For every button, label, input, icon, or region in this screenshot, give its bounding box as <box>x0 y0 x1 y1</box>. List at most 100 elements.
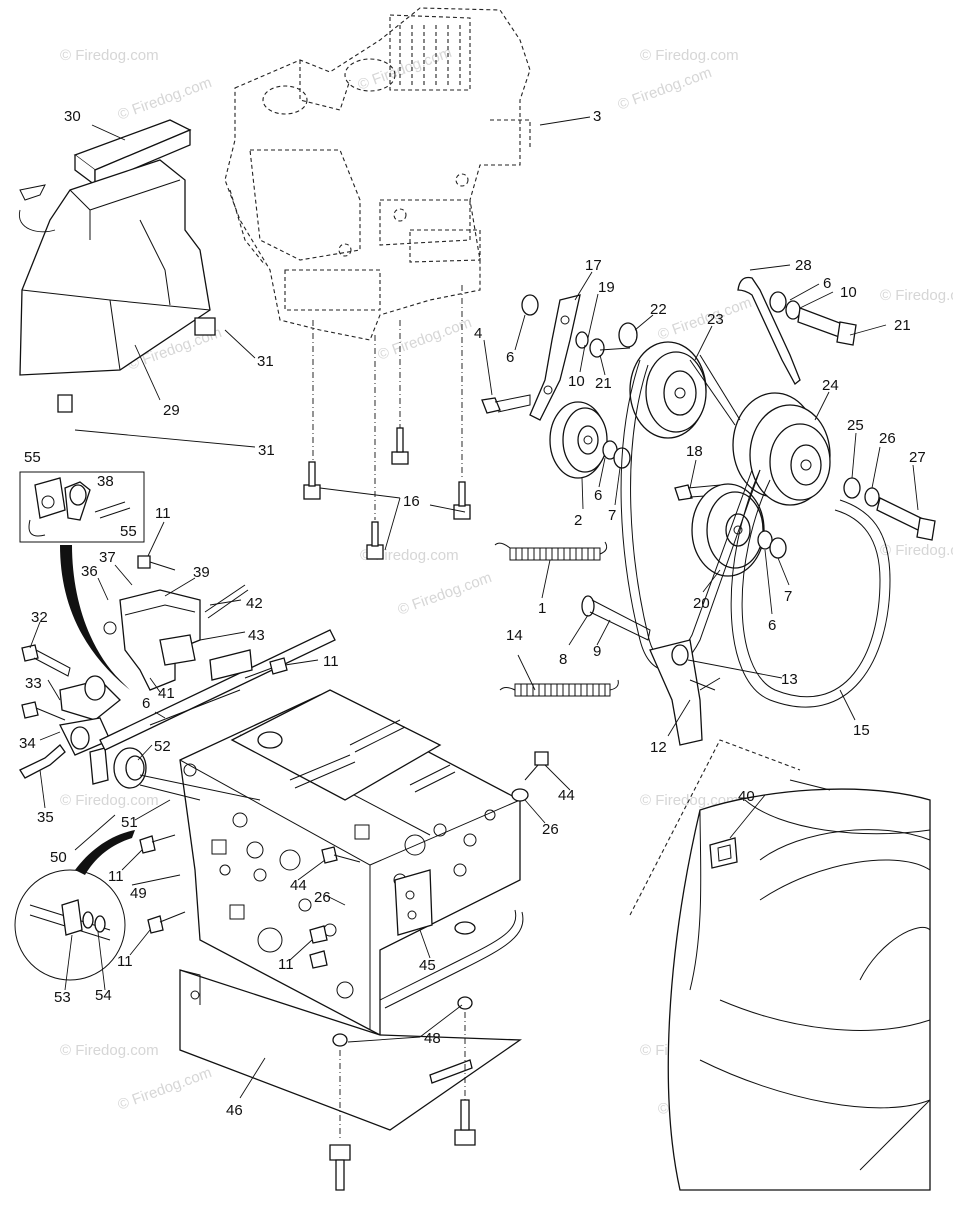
callout-7: 7 <box>608 507 616 524</box>
callout-12: 12 <box>650 739 667 756</box>
idler-bracket <box>529 294 581 421</box>
callout-6: 6 <box>768 617 776 634</box>
callout-1: 1 <box>538 600 546 617</box>
callout-30: 30 <box>64 108 81 125</box>
callout-46: 46 <box>226 1102 243 1119</box>
callout-19: 19 <box>598 279 615 296</box>
callout-15: 15 <box>853 722 870 739</box>
watermark: © Firedog.com <box>880 287 953 304</box>
callout-24: 24 <box>822 377 839 394</box>
callout-6: 6 <box>142 695 150 712</box>
callout-21: 21 <box>595 375 612 392</box>
watermark: © Firedog.com <box>60 47 159 64</box>
callout-20: 20 <box>693 595 710 612</box>
pulley-2 <box>549 401 631 479</box>
watermark: © Firedog.com <box>640 47 739 64</box>
callout-33: 33 <box>25 675 42 692</box>
frame-bolts <box>137 555 549 969</box>
callout-23: 23 <box>707 311 724 328</box>
belt-cover <box>19 119 216 413</box>
small-parts-upper <box>575 322 638 358</box>
bracket-28 <box>737 276 857 385</box>
callout-26: 26 <box>314 889 331 906</box>
main-frame <box>179 689 521 1037</box>
inset-circle-pin <box>14 869 126 981</box>
idler-arm <box>581 595 721 746</box>
callout-42: 42 <box>246 595 263 612</box>
callout-28: 28 <box>795 257 812 274</box>
callout-7: 7 <box>784 588 792 605</box>
callout-11: 11 <box>278 956 294 973</box>
callout-31: 31 <box>257 353 274 370</box>
bottom-plate <box>179 909 524 1131</box>
callout-55: 55 <box>120 523 137 540</box>
callout-53: 53 <box>54 989 71 1006</box>
callout-54: 54 <box>95 987 112 1004</box>
control-levers <box>19 644 121 785</box>
pulley-20 <box>691 483 787 577</box>
callout-35: 35 <box>37 809 54 826</box>
callout-40: 40 <box>738 788 755 805</box>
leader-lines <box>29 116 919 1099</box>
callout-8: 8 <box>559 651 567 668</box>
watermark: © Firedog.com <box>60 792 159 809</box>
watermark: © Firedog.com <box>360 547 459 564</box>
callout-44: 44 <box>558 787 575 804</box>
callout-14: 14 <box>506 627 523 644</box>
callout-45: 45 <box>419 957 436 974</box>
callout-44: 44 <box>290 877 307 894</box>
callout-22: 22 <box>650 301 667 318</box>
callout-labels: 30 3 31 29 31 17 19 22 23 28 6 10 21 4 6… <box>19 108 926 1119</box>
callout-31: 31 <box>258 442 275 459</box>
callout-27: 27 <box>909 449 926 466</box>
callout-9: 9 <box>593 643 601 660</box>
callout-34: 34 <box>19 735 36 752</box>
auger-housing <box>629 739 931 1191</box>
bolt-4 <box>481 294 539 414</box>
callout-52: 52 <box>154 738 171 755</box>
callout-21: 21 <box>894 317 911 334</box>
callout-29: 29 <box>163 402 180 419</box>
callout-11: 11 <box>323 653 339 670</box>
callout-49: 49 <box>130 885 147 902</box>
inset-circle-pointer <box>75 830 135 875</box>
watermark: © Firedog.com <box>60 1042 159 1059</box>
callout-16: 16 <box>403 493 420 510</box>
watermark: © Firedog.com <box>396 569 494 619</box>
callout-6: 6 <box>594 487 602 504</box>
callout-11: 11 <box>117 953 133 970</box>
spring-14 <box>499 679 619 697</box>
callout-3: 3 <box>593 108 601 125</box>
watermark: © Firedog.com <box>656 294 754 344</box>
watermark: © Firedog.com <box>376 314 474 364</box>
callout-11: 11 <box>108 868 124 885</box>
callout-55: 55 <box>24 449 41 466</box>
callout-48: 48 <box>424 1030 441 1047</box>
watermark: © Firedog.com <box>880 542 953 559</box>
callout-4: 4 <box>474 325 482 342</box>
callout-36: 36 <box>81 563 98 580</box>
bracket-45 <box>394 869 433 936</box>
engine-bolts <box>303 427 471 560</box>
callout-10: 10 <box>840 284 857 301</box>
callout-39: 39 <box>193 564 210 581</box>
callout-6: 6 <box>823 275 831 292</box>
alignment-lines <box>312 285 463 520</box>
callout-11: 11 <box>155 505 171 522</box>
callout-26: 26 <box>542 821 559 838</box>
callout-43: 43 <box>248 627 265 644</box>
callout-37: 37 <box>99 549 116 566</box>
callout-25: 25 <box>847 417 864 434</box>
callout-13: 13 <box>781 671 798 688</box>
inset-box-pin <box>19 471 145 543</box>
pulley-hardware-right <box>843 477 936 541</box>
callout-51: 51 <box>121 814 138 831</box>
watermark: © Firedog.com <box>616 64 714 114</box>
callout-2: 2 <box>574 512 582 529</box>
callout-6: 6 <box>506 349 514 366</box>
pulley-24 <box>732 392 831 506</box>
watermark: © Firedog.com <box>116 1064 214 1114</box>
pulley-23 <box>629 341 707 439</box>
